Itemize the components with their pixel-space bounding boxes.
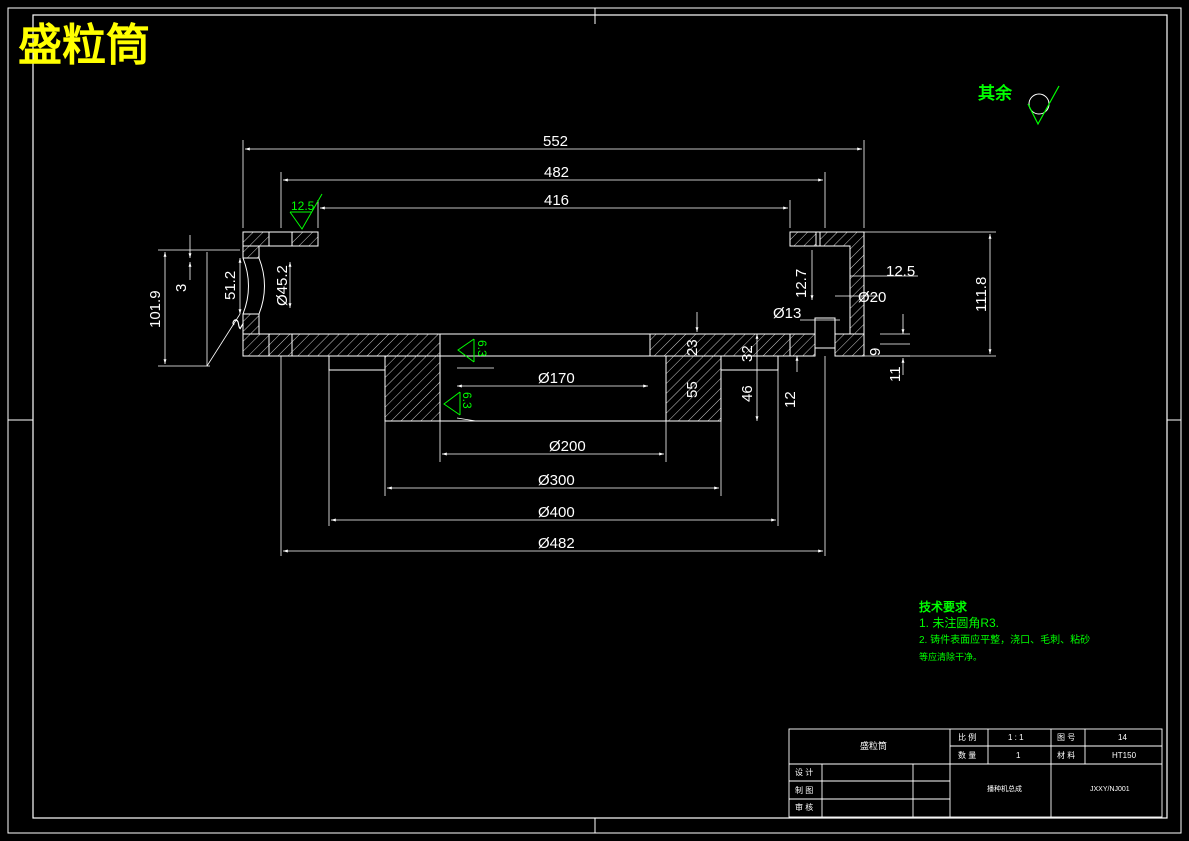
dim-9: 9 xyxy=(867,348,884,356)
part-section xyxy=(242,231,865,422)
dim-55: 55 xyxy=(684,381,701,398)
tb-drawing-no-value: 14 xyxy=(1118,733,1127,742)
dim-32: 32 xyxy=(739,345,756,362)
tb-review-label: 审 核 xyxy=(795,802,813,812)
tb-material-value: HT150 xyxy=(1112,751,1137,760)
tb-school-code: JXXY/NJ001 xyxy=(1090,786,1130,793)
sheet-frame xyxy=(7,7,1182,834)
roughness-values: 12.5 6.3 6.3 xyxy=(291,199,489,409)
roughness-other: 其余 xyxy=(978,83,1060,126)
tech-line-1: 1. 未注圆角R3. xyxy=(919,615,999,630)
dim-300: Ø300 xyxy=(538,472,575,489)
title-block-text: 盛粒筒 比 例 1 : 1 图 号 14 数 量 1 材 料 HT150 设 计… xyxy=(795,732,1137,812)
tb-quantity-label: 数 量 xyxy=(958,750,976,760)
roughness-6-3-a: 6.3 xyxy=(475,340,489,357)
dim-12-5: 12.5 xyxy=(886,263,915,280)
dim-11: 11 xyxy=(887,366,904,382)
roughness-12-5: 12.5 xyxy=(291,199,315,213)
dim-552: 552 xyxy=(543,133,568,150)
tb-quantity-value: 1 xyxy=(1016,751,1021,760)
tb-drawing-no-label: 图 号 xyxy=(1057,733,1075,742)
dim-23: 23 xyxy=(684,339,701,356)
tb-scale-label: 比 例 xyxy=(958,732,976,742)
dim-13: Ø13 xyxy=(773,305,801,322)
tb-draw-label: 制 图 xyxy=(795,785,813,795)
dim-46: 46 xyxy=(739,385,756,402)
drawing-title: 盛粒筒 xyxy=(18,20,150,71)
dim-416: 416 xyxy=(544,192,569,209)
tech-line-2: 2. 铸件表面应平整，浇口、毛刺、粘砂 xyxy=(919,633,1090,646)
tech-line-3: 等应清除干净。 xyxy=(919,651,982,662)
tb-part-name: 盛粒筒 xyxy=(860,740,887,751)
title-block xyxy=(788,728,1163,818)
dim-12-7: 12.7 xyxy=(793,269,810,298)
dim-45-2: Ø45.2 xyxy=(274,265,291,306)
roughness-marks xyxy=(289,193,475,416)
dim-400: Ø400 xyxy=(538,504,575,521)
dim-482-top: 482 xyxy=(544,164,569,181)
dim-170: Ø170 xyxy=(538,370,575,387)
tb-scale-value: 1 : 1 xyxy=(1008,733,1024,742)
dim-51-2: 51.2 xyxy=(222,271,239,300)
dimension-lines xyxy=(158,140,996,556)
dim-12: 12 xyxy=(782,391,799,408)
tech-requirements: 技术要求 1. 未注圆角R3. 2. 铸件表面应平整，浇口、毛刺、粘砂 等应清除… xyxy=(919,599,1090,662)
dim-3: 3 xyxy=(173,284,190,292)
dim-111-8: 111.8 xyxy=(973,277,990,312)
dim-482-bot: Ø482 xyxy=(538,535,575,552)
tech-heading: 技术要求 xyxy=(919,599,968,614)
tb-material-label: 材 料 xyxy=(1057,750,1075,760)
roughness-other-label: 其余 xyxy=(978,83,1013,104)
tb-assembly-name: 播种机总成 xyxy=(987,784,1022,793)
tb-design-label: 设 计 xyxy=(795,767,813,777)
dim-20: Ø20 xyxy=(858,289,886,306)
dim-200: Ø200 xyxy=(549,438,586,455)
roughness-check-icon xyxy=(1027,85,1060,126)
dim-101-9: 101.9 xyxy=(147,290,164,328)
roughness-6-3-b: 6.3 xyxy=(460,392,474,409)
